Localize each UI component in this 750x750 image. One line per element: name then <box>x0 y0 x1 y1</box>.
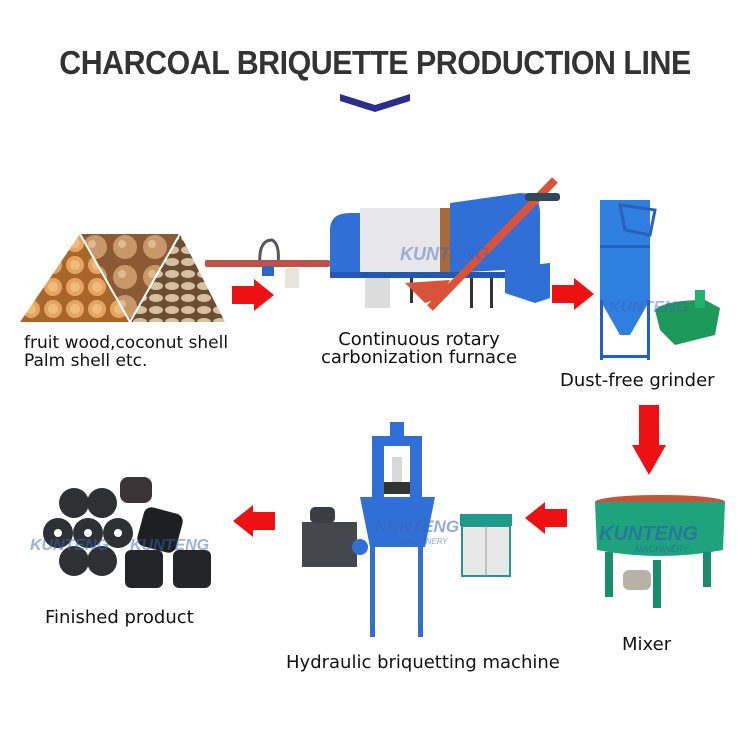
watermark-text: KUNTENG <box>30 537 109 554</box>
finished-product-image: KUNTENG KUNTENG <box>30 477 211 588</box>
step-label-raw: fruit wood,coconut shell Palm shell etc. <box>24 334 228 370</box>
feeder-conveyor-image <box>205 238 330 288</box>
dust-free-grinder-image: KUNTENG <box>600 200 720 360</box>
watermark-text: KUNTENG <box>609 299 688 316</box>
raw-label-line1: fruit wood,coconut shell <box>24 333 229 353</box>
page-title: CHARCOAL BRIQUETTE PRODUCTION LINE <box>59 44 691 81</box>
watermark-text: KUNTENG <box>400 244 489 264</box>
chevron-down-icon <box>340 94 410 112</box>
watermark-text: KUNTENG <box>375 517 459 536</box>
step-label-furnace: Continuous rotary carbonization furnace <box>314 331 524 367</box>
watermark-subtext: MACHINERY <box>635 544 690 554</box>
carbonization-furnace-image: KUNTENG <box>330 177 560 311</box>
arrow-left-icon <box>525 502 567 534</box>
mixer-image: KUNTENG MACHINERY <box>595 495 725 608</box>
raw-material-image <box>20 233 225 323</box>
step-label-product: Finished product <box>45 607 194 628</box>
watermark-subtext: MACHINERY <box>400 537 448 546</box>
step-label-press: Hydraulic briquetting machine <box>286 652 560 673</box>
step-label-grinder: Dust-free grinder <box>560 370 715 391</box>
step-label-mixer: Mixer <box>622 634 672 655</box>
arrow-left-icon <box>233 505 275 537</box>
furnace-label-line2: carbonization furnace <box>320 347 518 368</box>
arrow-right-icon <box>552 278 594 310</box>
watermark-text: KUNTENG <box>599 523 698 545</box>
hydraulic-briquetting-machine-image: KUNTENG MACHINERY <box>302 422 512 637</box>
furnace-label-line1: Continuous rotary <box>338 329 500 350</box>
watermark-text: KUNTENG <box>130 537 209 554</box>
arrow-right-icon <box>232 279 274 311</box>
arrow-down-icon <box>632 405 666 475</box>
raw-label-line2: Palm shell etc. <box>24 351 148 371</box>
